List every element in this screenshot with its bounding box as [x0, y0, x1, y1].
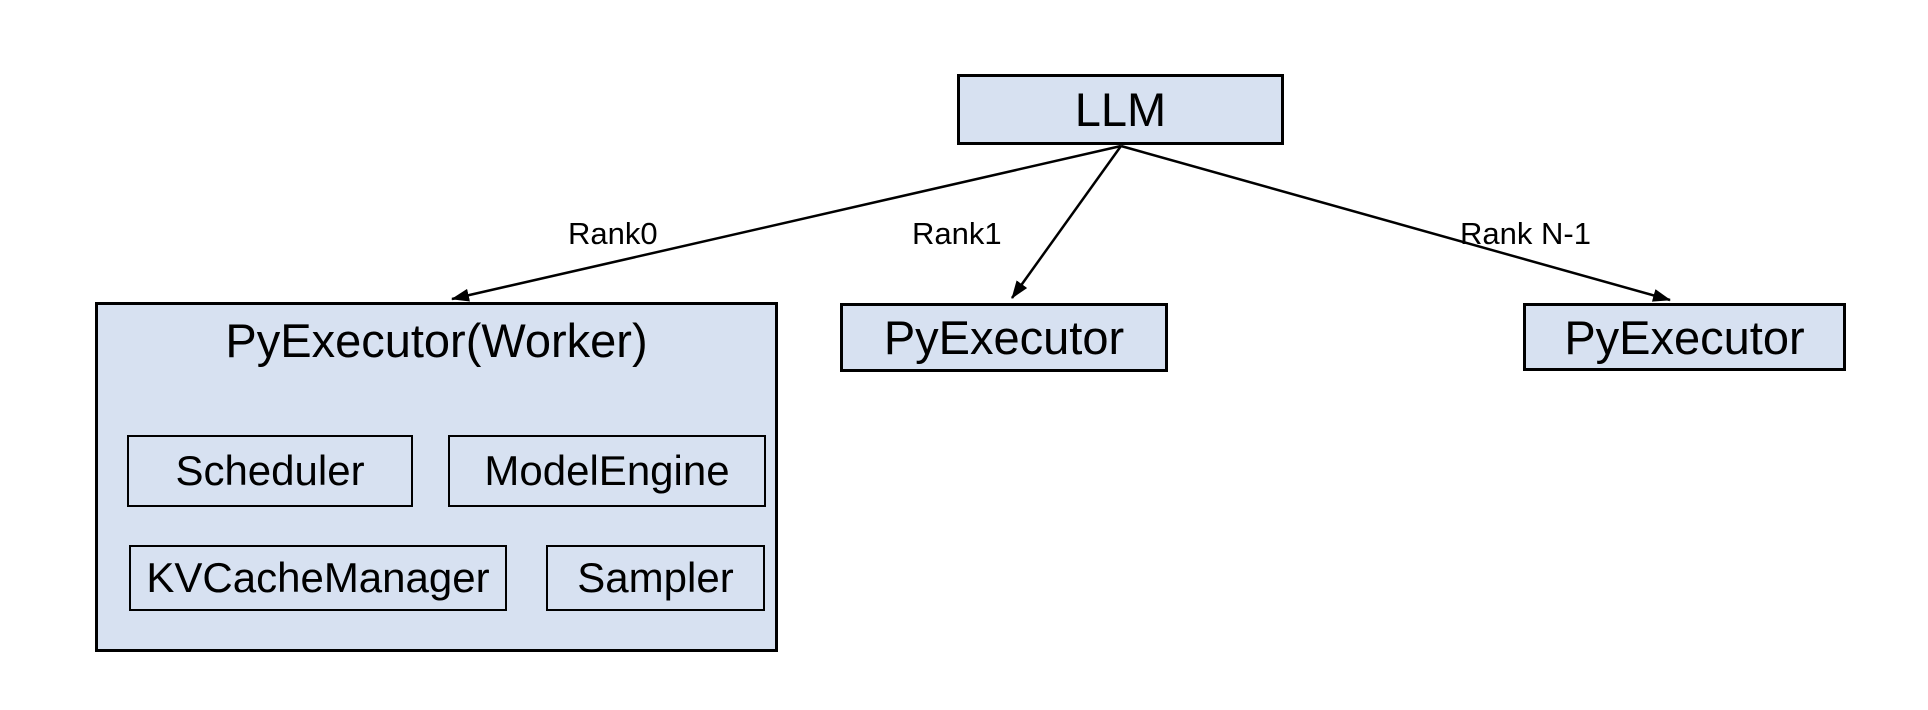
edge-label-rank1: Rank1 [912, 216, 1002, 251]
pyexecutor-worker-title: PyExecutor(Worker) [225, 314, 648, 367]
pyexecutor-rank1-box: PyExecutor [840, 303, 1168, 372]
pyexecutor-worker-box: PyExecutor(Worker) Scheduler ModelEngine… [95, 302, 778, 652]
edge-label-rank-n-1: Rank N-1 [1460, 216, 1591, 251]
kvcachemanager-box: KVCacheManager [129, 545, 507, 611]
arrow-rank0 [451, 144, 1122, 302]
modelengine-box: ModelEngine [448, 435, 766, 507]
scheduler-box: Scheduler [127, 435, 413, 507]
sampler-box: Sampler [546, 545, 765, 611]
pyexecutor-rank-n-1-box: PyExecutor [1523, 303, 1846, 371]
llm-label: LLM [1074, 83, 1167, 136]
arrow-rank1 [1010, 145, 1123, 299]
pyexecutor-rank1-label: PyExecutor [883, 311, 1125, 364]
llm-box: LLM [957, 74, 1284, 145]
scheduler-label: Scheduler [175, 447, 365, 494]
modelengine-label: ModelEngine [484, 447, 730, 494]
edge-label-rank0: Rank0 [568, 216, 658, 251]
kvcachemanager-label: KVCacheManager [146, 554, 490, 601]
pyexecutor-rank-n-1-label: PyExecutor [1564, 310, 1805, 364]
sampler-label: Sampler [577, 554, 734, 601]
